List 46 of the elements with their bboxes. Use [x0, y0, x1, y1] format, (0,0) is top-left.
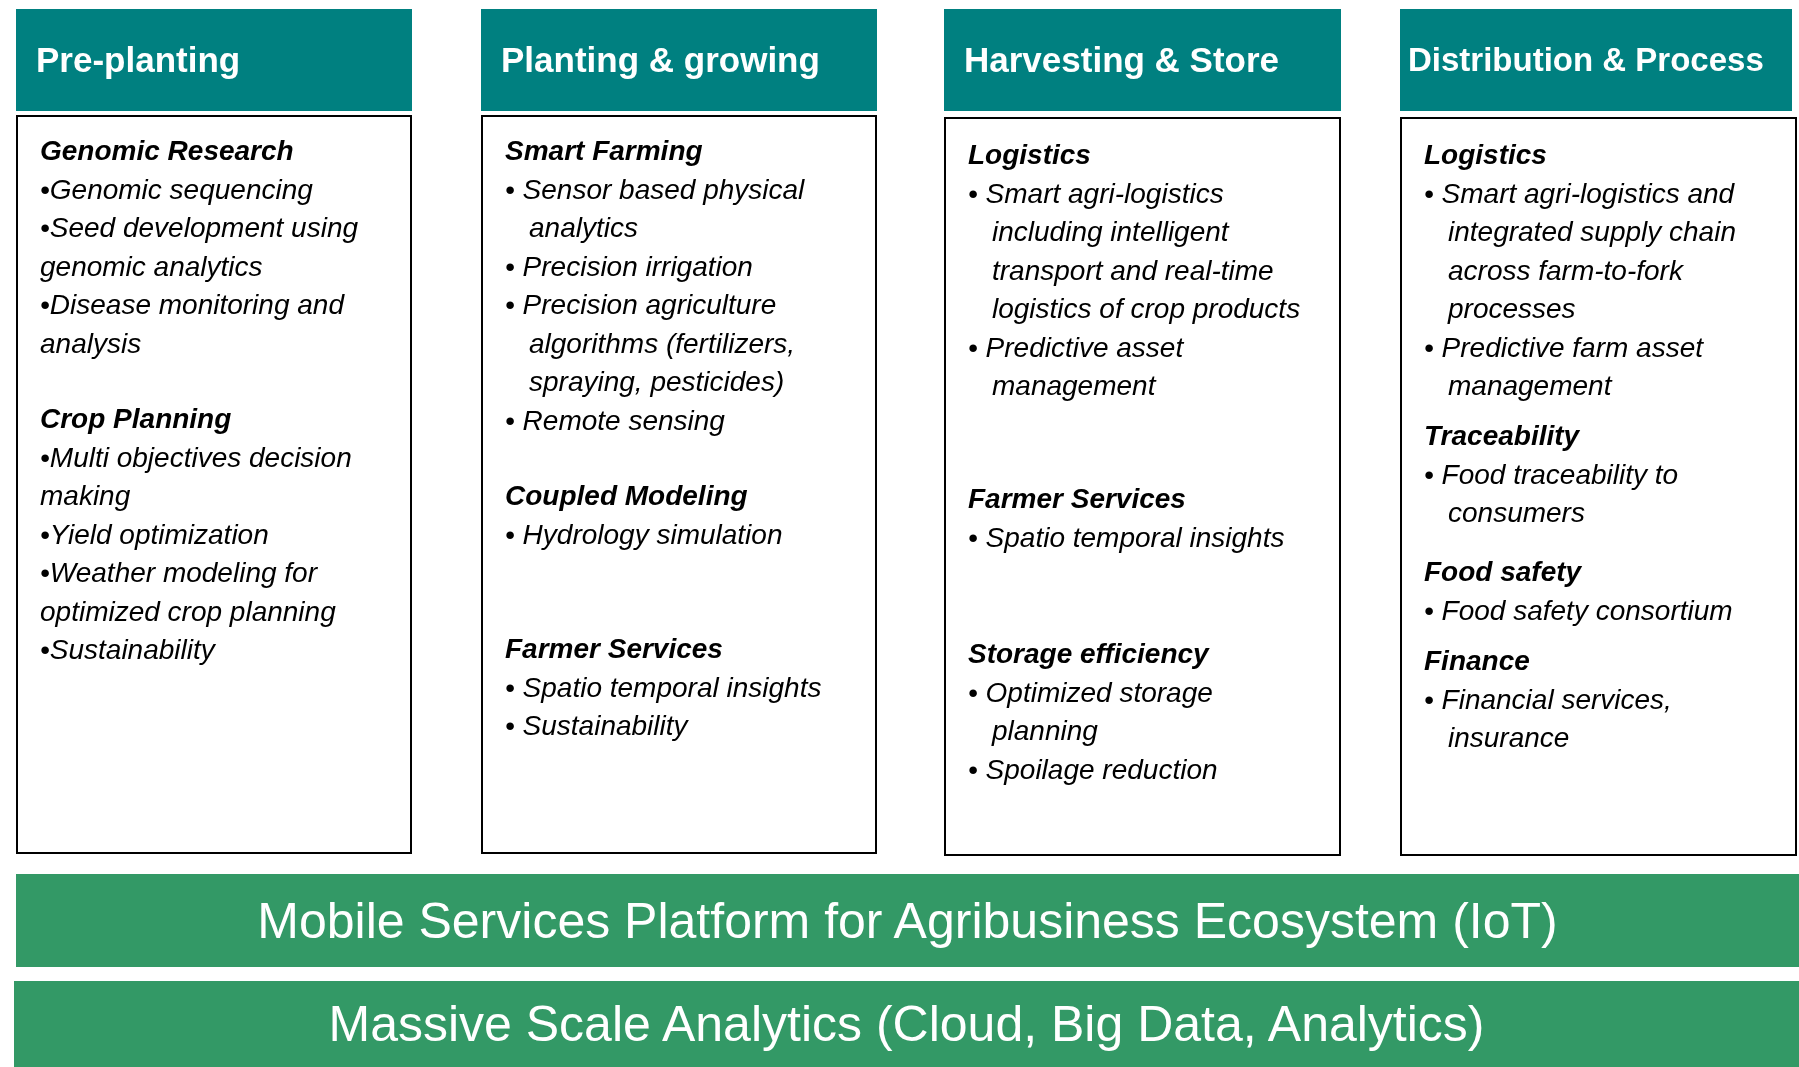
bullet-item: •Weather modeling for optimized crop planning — [40, 556, 337, 629]
section-heading: Coupled Modeling — [505, 479, 749, 513]
content-panel — [481, 115, 877, 854]
content-panel — [16, 115, 412, 854]
stage-header: Planting & growing — [481, 9, 877, 111]
bullet-item: • Food safety consortium — [1424, 593, 1734, 628]
section-heading: Traceability — [1424, 419, 1581, 453]
bullet-item: • Predictive farm asset management — [1424, 330, 1705, 403]
bullet-item: • Hydrology simulation — [505, 517, 784, 552]
bullet-item: •Seed development using genomic analytics — [40, 211, 360, 284]
section-heading: Smart Farming — [505, 134, 704, 168]
bullet-item: • Sustainability — [505, 709, 690, 743]
bullet-item: • Predictive asset management — [968, 330, 1185, 403]
bullet-item: •Multi objectives decision making — [40, 440, 353, 513]
section-heading: Farmer Services — [968, 482, 1187, 516]
bullet-item: •Sustainability — [40, 633, 217, 667]
bullet-item: •Disease monitoring and analysis — [40, 288, 346, 361]
section-heading: Food safety — [1424, 555, 1583, 589]
bullet-item: • Sensor based physical analytics — [505, 172, 806, 245]
section-heading: Logistics — [968, 138, 1092, 172]
bullet-item: • Optimized storage planning — [968, 675, 1214, 748]
section-heading: Genomic Research — [40, 134, 295, 168]
stage-header: Distribution & Process — [1400, 9, 1792, 111]
section-heading: Logistics — [1424, 138, 1548, 172]
stage-header: Harvesting & Store — [944, 9, 1341, 111]
content-panel — [1400, 117, 1797, 856]
bullet-item: •Genomic sequencing — [40, 172, 314, 207]
bullet-item: • Spatio temporal insights — [968, 520, 1286, 555]
platform-band: Mobile Services Platform for Agribusiness Ecosystem (IoT) — [16, 874, 1799, 967]
content-panel — [944, 117, 1341, 856]
section-heading: Farmer Services — [505, 632, 724, 666]
stage-header: Pre-planting — [16, 9, 412, 111]
platform-band: Massive Scale Analytics (Cloud, Big Data, Analytics) — [14, 981, 1799, 1067]
bullet-item: • Spatio temporal insights — [505, 670, 823, 705]
bullet-item: • Financial services, insurance — [1424, 682, 1673, 755]
bullet-item: • Precision agriculture algorithms (fertilizers, spraying, pesticides) — [505, 288, 797, 399]
section-heading: Storage efficiency — [968, 637, 1211, 671]
section-heading: Crop Planning — [40, 402, 233, 436]
bullet-item: • Food traceability to consumers — [1424, 457, 1680, 530]
bullet-item: • Precision irrigation — [505, 249, 754, 284]
bullet-item: • Remote sensing — [505, 403, 726, 438]
bullet-item: • Smart agri-logistics and integrated supply chain across farm-to-fork processes — [1424, 176, 1737, 326]
bullet-item: • Smart agri-logistics including intelligent transport and real-time logistics of crop products — [968, 176, 1302, 326]
section-heading: Finance — [1424, 644, 1531, 678]
bullet-item: • Spoilage reduction — [968, 752, 1219, 787]
bullet-item: •Yield optimization — [40, 517, 270, 552]
